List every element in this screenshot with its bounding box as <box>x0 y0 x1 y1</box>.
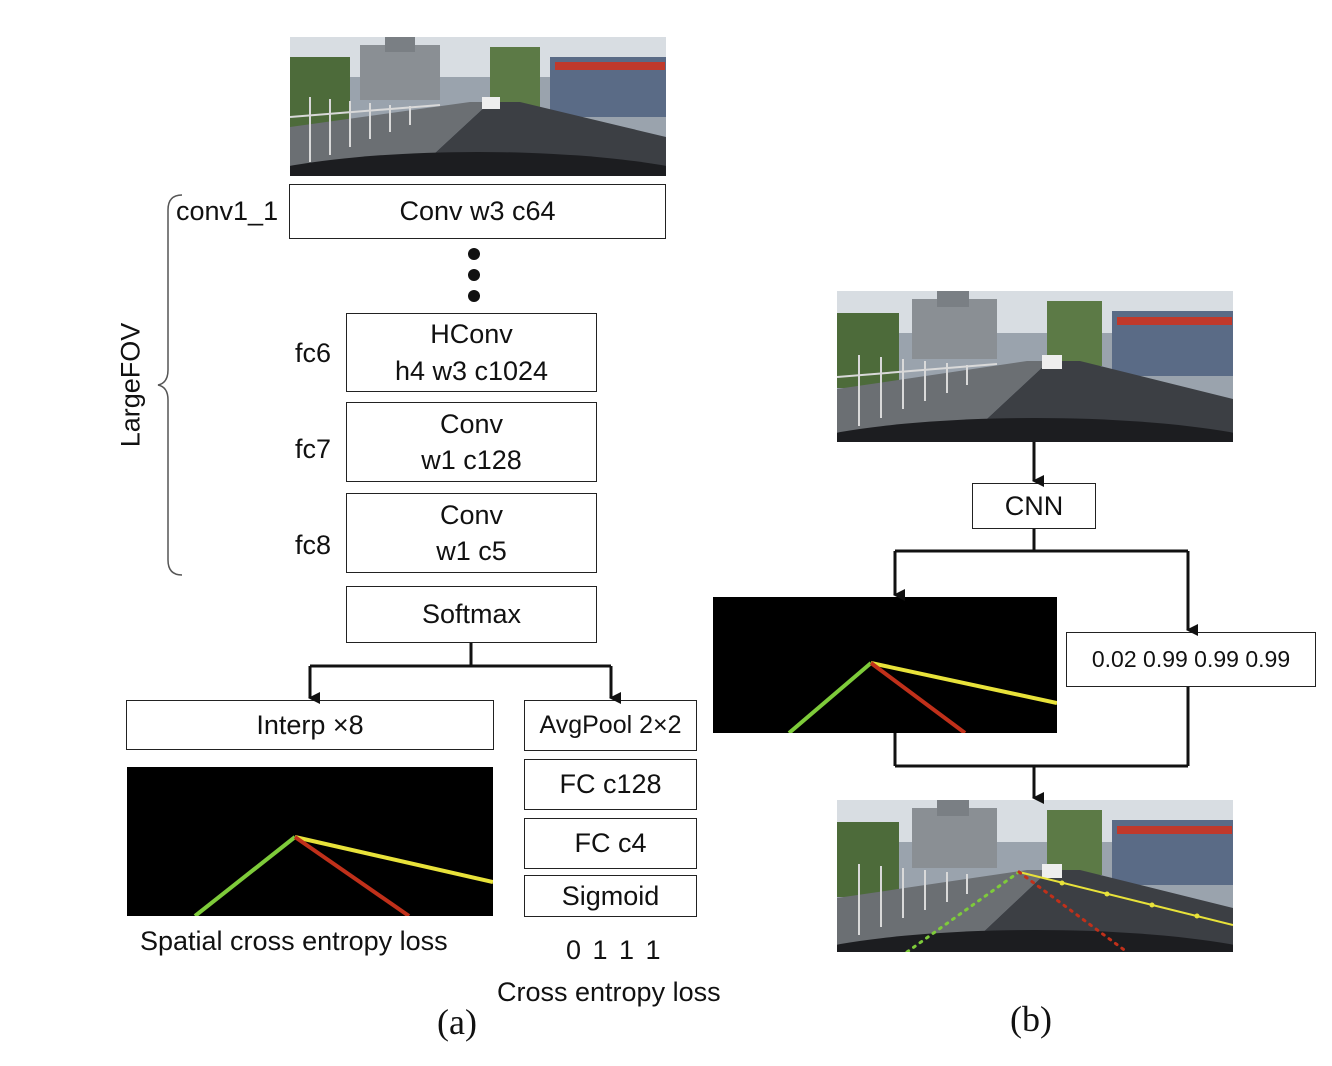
probability-values: 0.02 0.99 0.99 0.99 <box>1091 645 1291 672</box>
ellipsis-dots <box>468 248 480 302</box>
output-road-image-b <box>837 800 1233 952</box>
layer-text: Conv <box>439 408 504 439</box>
lane-mask-a <box>127 767 493 916</box>
layer-text: HConv <box>430 319 513 350</box>
layer-box-fc8: Conv w1 c5 <box>346 493 597 573</box>
layer-box-conv1-1: Conv w3 c64 <box>289 184 666 239</box>
largefov-brace <box>157 194 183 576</box>
caption-a: (a) <box>437 1002 477 1042</box>
layer-text: FC c128 <box>559 769 662 800</box>
layer-text: Sigmoid <box>561 880 660 911</box>
layer-text: CNN <box>1004 490 1064 521</box>
layer-box-fc6: HConv h4 w3 c1024 <box>346 313 597 392</box>
caption-b: (b) <box>1010 999 1052 1039</box>
input-road-image-a <box>290 37 666 176</box>
layer-label-fc7: fc7 <box>295 434 332 464</box>
layer-text: w1 c5 <box>436 536 507 566</box>
existence-output: 0 1 1 1 <box>566 935 663 965</box>
sigmoid-box: Sigmoid <box>524 875 697 917</box>
spatial-loss-label: Spatial cross entropy loss <box>140 926 448 956</box>
layer-text: FC c4 <box>574 828 647 859</box>
layer-box-fc7: Conv w1 c128 <box>346 402 597 482</box>
layer-label-fc6: fc6 <box>295 338 332 368</box>
layer-text: w1 c128 <box>421 445 522 475</box>
avgpool-box: AvgPool 2×2 <box>524 700 697 751</box>
fc-c4-box: FC c4 <box>524 818 697 869</box>
layer-text: Conv w3 c64 <box>399 196 556 227</box>
softmax-box: Softmax <box>346 586 597 643</box>
input-road-image-b <box>837 291 1233 442</box>
layer-text: h4 w3 c1024 <box>394 355 549 386</box>
layer-label-conv1-1: conv1_1 <box>176 196 279 226</box>
layer-text: Interp ×8 <box>256 709 364 740</box>
fc-c128-box: FC c128 <box>524 759 697 810</box>
layer-label-fc8: fc8 <box>295 530 332 560</box>
layer-text: AvgPool 2×2 <box>539 710 682 739</box>
ce-loss-label: Cross entropy loss <box>497 977 721 1007</box>
probability-box: 0.02 0.99 0.99 0.99 <box>1066 632 1316 687</box>
interp-box: Interp ×8 <box>126 700 494 750</box>
layer-text: Softmax <box>421 599 522 630</box>
lane-mask-b <box>713 597 1057 733</box>
layer-text: Conv <box>439 499 504 530</box>
